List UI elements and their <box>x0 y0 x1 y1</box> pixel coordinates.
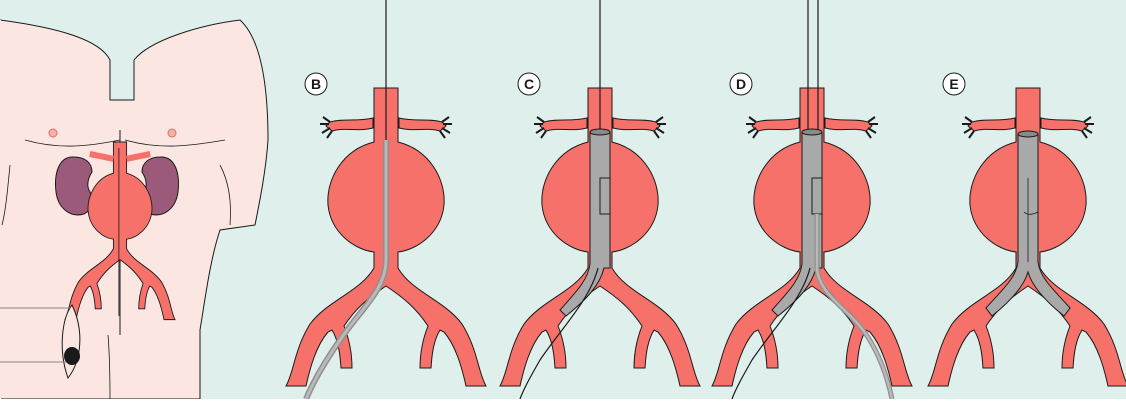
panel-b-badge: B <box>305 73 327 95</box>
panel-d-badge: D <box>730 73 752 95</box>
panel-b-label: B <box>311 76 321 92</box>
panel-e-badge: E <box>943 73 965 95</box>
panel-e-label: E <box>949 76 958 92</box>
left-kidney <box>56 157 92 215</box>
catheter-entry <box>64 347 80 365</box>
panel-c-label: C <box>524 76 534 92</box>
panel-d-label: D <box>736 76 746 92</box>
panel-c-badge: C <box>518 73 540 95</box>
